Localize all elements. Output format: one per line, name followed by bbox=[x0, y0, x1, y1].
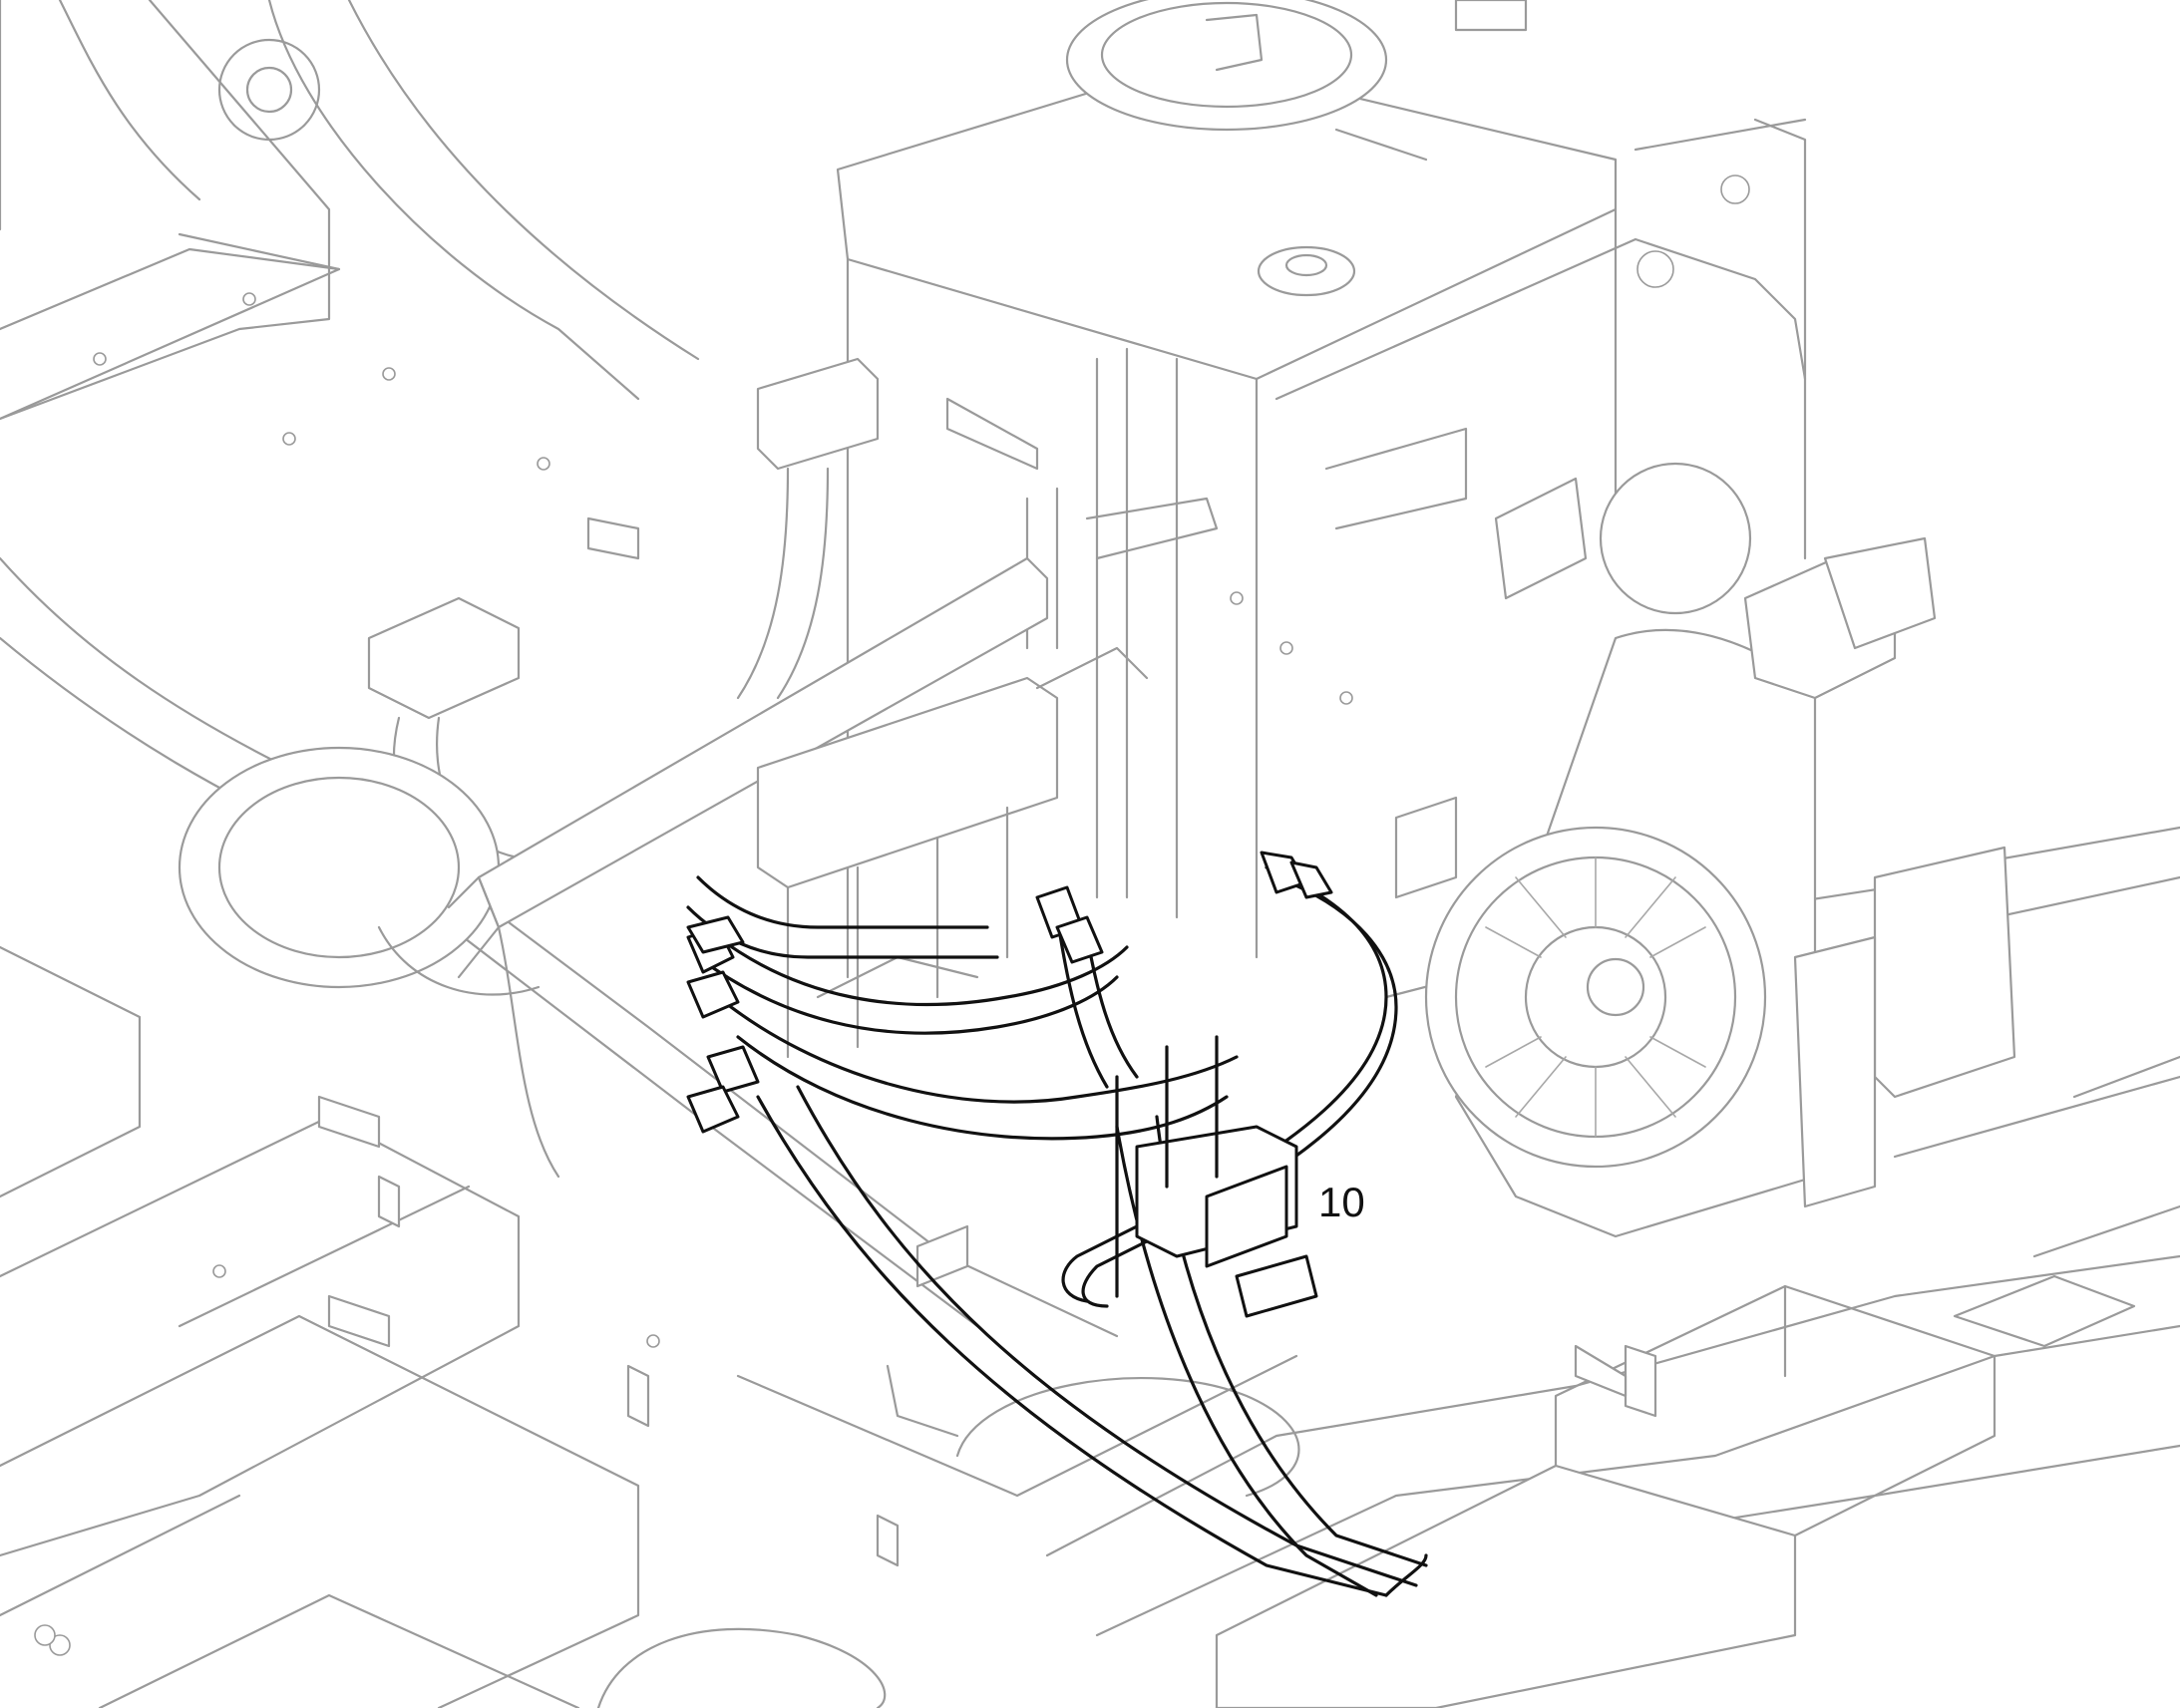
highlighted-hose-assembly bbox=[686, 851, 1428, 1597]
callout-10: 10 bbox=[1318, 1179, 1365, 1225]
callout-label-10: 10 bbox=[1318, 1179, 1365, 1225]
